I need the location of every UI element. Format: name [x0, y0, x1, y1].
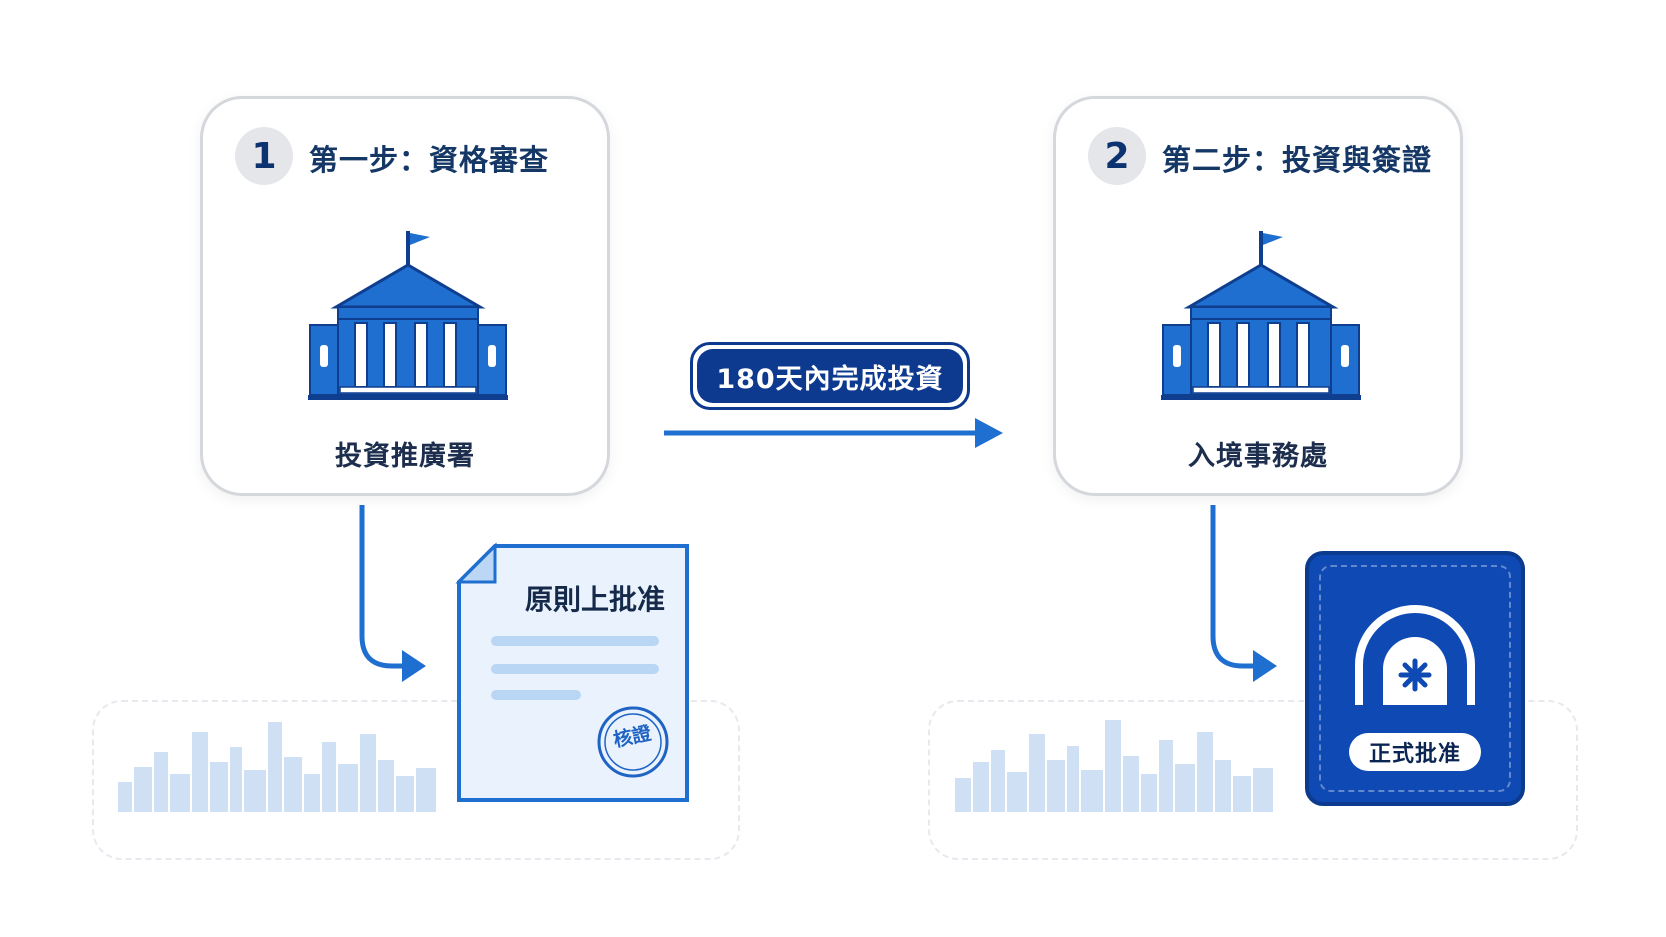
arrow-down-right-icon [1210, 505, 1277, 682]
arrow-down-right-icon [359, 505, 426, 682]
document-icon [455, 542, 689, 802]
step-title: 第二步：投資與簽證 [1162, 143, 1433, 177]
government-building-icon [1161, 231, 1361, 400]
stamp-icon [597, 706, 669, 778]
step-number-badge: 2 [1088, 127, 1146, 185]
government-building-icon [308, 231, 508, 400]
deadline-badge: 180天內完成投資 [690, 342, 970, 410]
skyline-zone-right [928, 700, 1578, 860]
step-title: 第一步：資格審查 [309, 143, 550, 177]
arrow-right-icon [664, 418, 1003, 448]
step-card-1: 1 第一步：資格審查 投資推廣署 [200, 96, 610, 496]
deadline-label: 180天內完成投資 [697, 349, 963, 403]
visa-book-stitching [1319, 565, 1511, 792]
city-skyline-icon [955, 720, 1273, 812]
visa-approval-label: 正式批准 [1349, 733, 1481, 771]
visa-emblem-icon [1355, 605, 1475, 705]
agency-name: 投資推廣署 [335, 441, 475, 472]
step-number-badge: 1 [235, 127, 293, 185]
agency-name: 入境事務處 [1188, 441, 1328, 472]
skyline-zone-left [92, 700, 740, 860]
visa-book-icon: 正式批准 [1305, 551, 1525, 806]
city-skyline-icon [118, 722, 436, 812]
approval-letter-title: 原則上批准 [524, 583, 665, 616]
step-card-2: 2 第二步：投資與簽證 入境事務處 [1053, 96, 1463, 496]
